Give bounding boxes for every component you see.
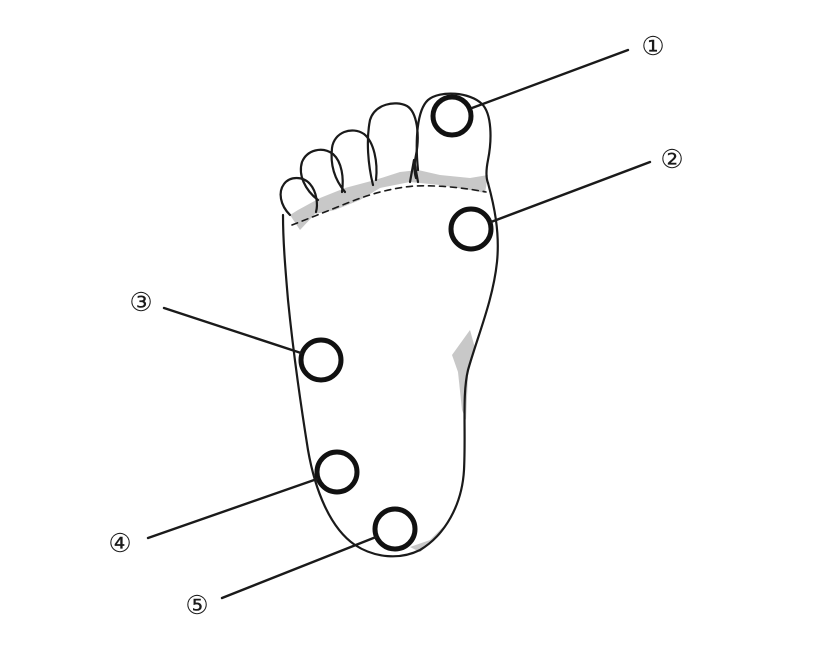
marker-circle-3 — [298, 337, 344, 383]
marker-label-4: ④ — [108, 529, 131, 559]
marker-circle-1 — [430, 94, 474, 138]
leader-line-3 — [162, 306, 303, 355]
leader-line-1 — [470, 48, 630, 110]
leader-line-2 — [489, 160, 652, 224]
big-toe — [415, 92, 492, 185]
toe-4 — [299, 148, 344, 202]
leader-lines — [146, 48, 652, 600]
marker-label-3: ③ — [129, 288, 152, 318]
marker-label-2: ② — [660, 145, 683, 175]
leader-line-5 — [220, 535, 378, 600]
marker-labels: ① ② ③ ④ ⑤ — [108, 32, 683, 621]
marker-circle-5 — [372, 506, 418, 552]
marker-circle-2 — [448, 206, 494, 252]
sole-shading — [290, 170, 488, 552]
marker-circles — [298, 94, 494, 552]
marker-circle-4 — [314, 449, 360, 495]
marker-label-5: ⑤ — [185, 591, 208, 621]
toe-crease — [291, 185, 487, 226]
leader-line-4 — [146, 477, 319, 540]
sole-outline — [281, 181, 499, 558]
foot-outline — [279, 92, 499, 558]
toe-3 — [330, 129, 378, 194]
marker-label-1: ① — [641, 32, 664, 62]
big-toe-gap — [408, 158, 420, 184]
toe-5 — [279, 176, 318, 217]
